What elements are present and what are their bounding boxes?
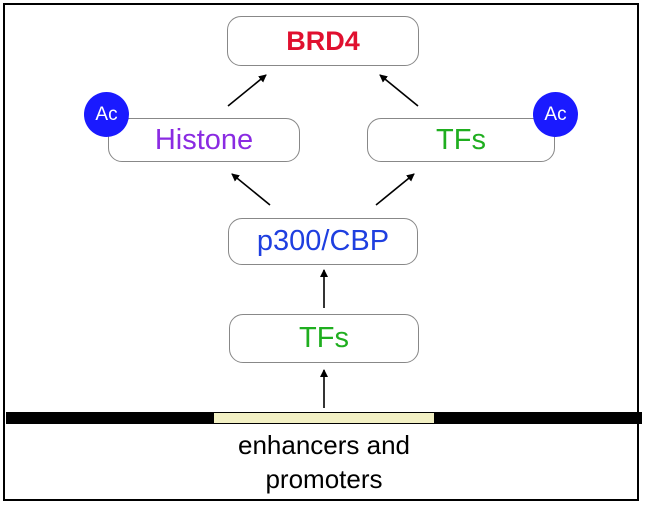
- brd4-node: BRD4: [227, 16, 419, 66]
- region-caption-line-2: promoters: [265, 464, 383, 494]
- acetyl-badge-label: Ac: [95, 104, 118, 125]
- acetyl-badge-histone: Ac: [84, 92, 129, 137]
- acetyl-badge-label: Ac: [544, 104, 567, 125]
- tfs-acetylated-label: TFs: [436, 123, 486, 156]
- histone-node: Histone: [108, 118, 300, 162]
- tfs-acetylated-node: TFs: [367, 118, 555, 162]
- tfs-label: TFs: [299, 322, 349, 354]
- region-caption: enhancers and promoters: [174, 428, 474, 496]
- region-caption-line-1: enhancers and: [237, 430, 411, 460]
- histone-label: Histone: [154, 123, 254, 156]
- figure-border: [3, 3, 639, 501]
- arrow-p300-to-histone: [231, 173, 271, 206]
- p300-cbp-node: p300/CBP: [228, 218, 418, 265]
- acetyl-badge-tfs: Ac: [533, 92, 578, 137]
- p300-cbp-label: p300/CBP: [256, 225, 390, 257]
- tfs-node: TFs: [229, 314, 419, 363]
- arrow-tfs-top-to-brd4: [379, 74, 419, 107]
- brd4-label: BRD4: [286, 25, 360, 56]
- arrow-p300-to-tfs-top: [375, 173, 415, 206]
- arrow-histone-to-brd4: [227, 74, 267, 107]
- enhancer-promoter-region: [214, 413, 434, 423]
